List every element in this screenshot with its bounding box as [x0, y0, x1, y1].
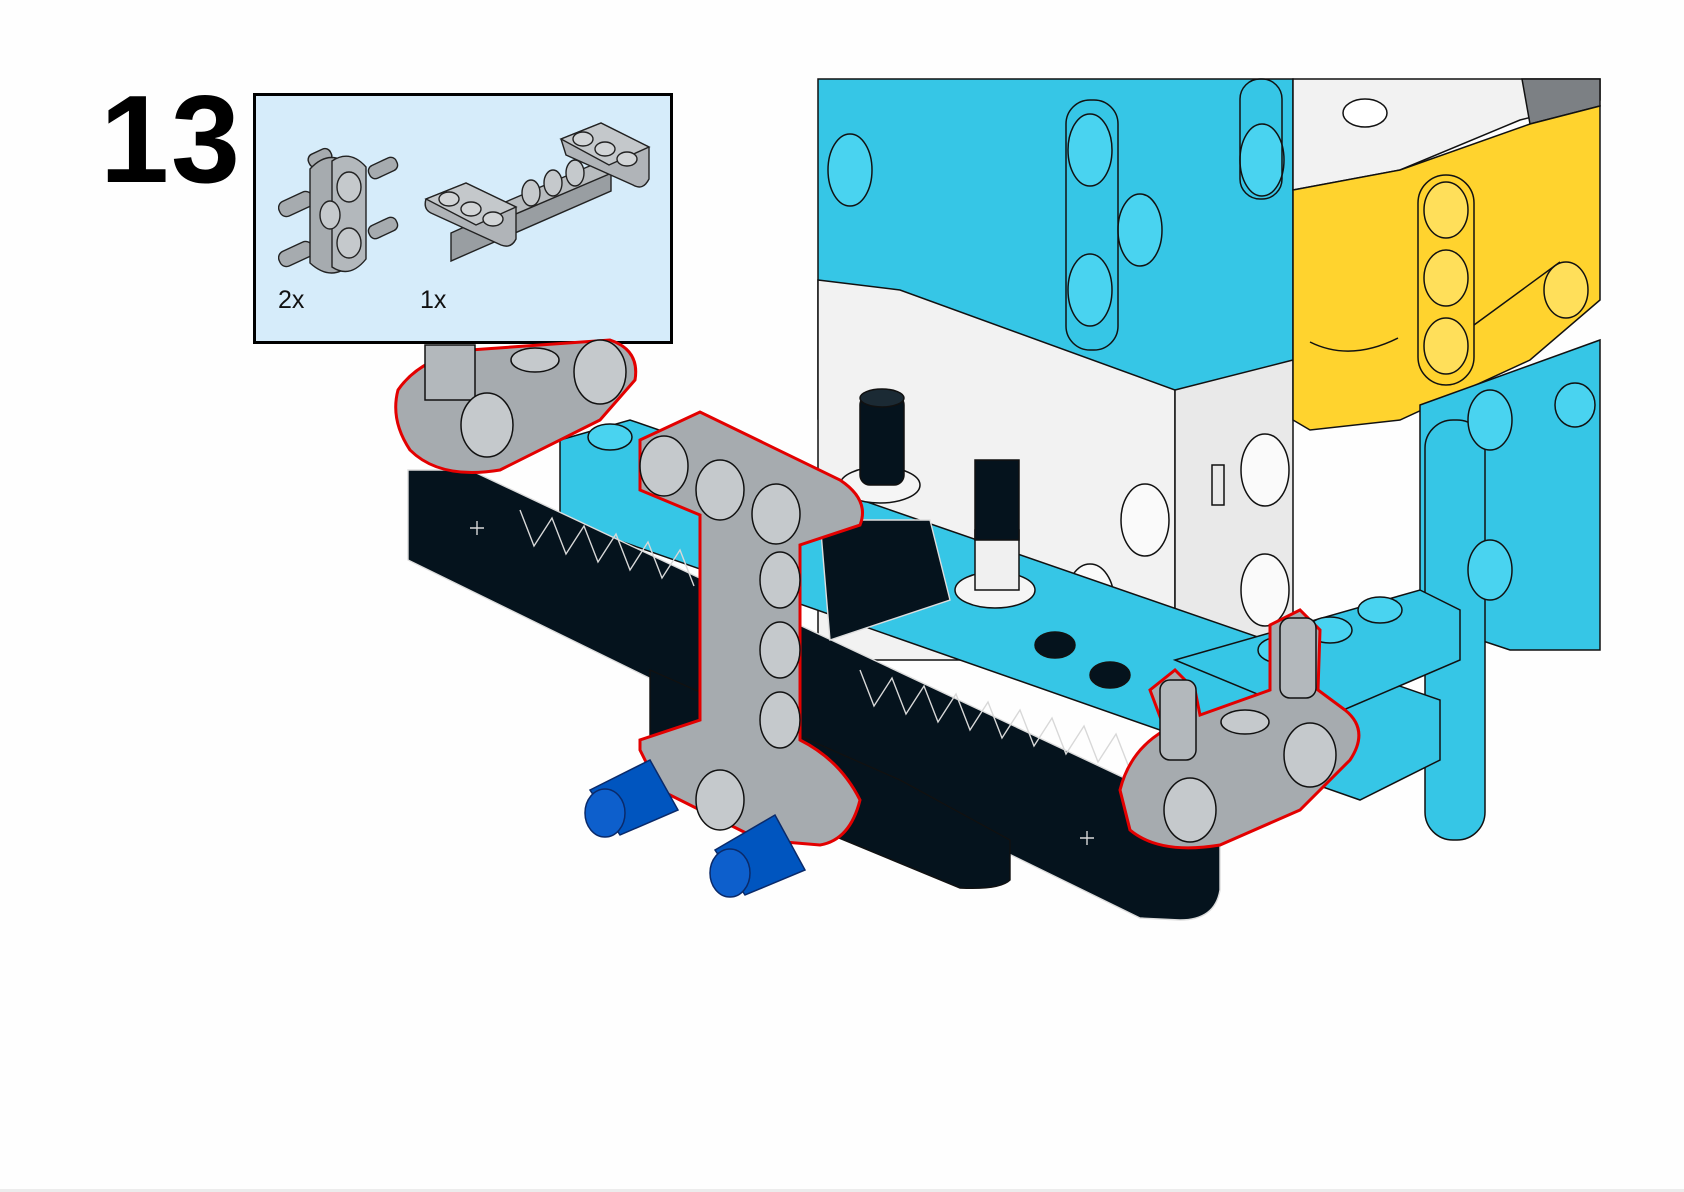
black-pin-and-axle — [839, 388, 1036, 609]
part-quantity-h-frame: 1x — [420, 286, 447, 314]
highlighted-connector-right-bottom — [1118, 608, 1361, 850]
azure-right-frame — [1419, 338, 1601, 841]
yellow-hub-side — [1292, 105, 1601, 431]
parts-list-callout: 2x 1x — [253, 93, 673, 344]
connector-part-icon — [278, 147, 399, 274]
step-number: 13 — [100, 71, 242, 209]
page-bottom-divider — [0, 1189, 1684, 1192]
blue-pins — [584, 759, 807, 898]
highlighted-connector-left-top — [394, 338, 638, 474]
part-quantity-connector: 2x — [278, 286, 305, 314]
h-frame-part-icon — [424, 122, 651, 263]
